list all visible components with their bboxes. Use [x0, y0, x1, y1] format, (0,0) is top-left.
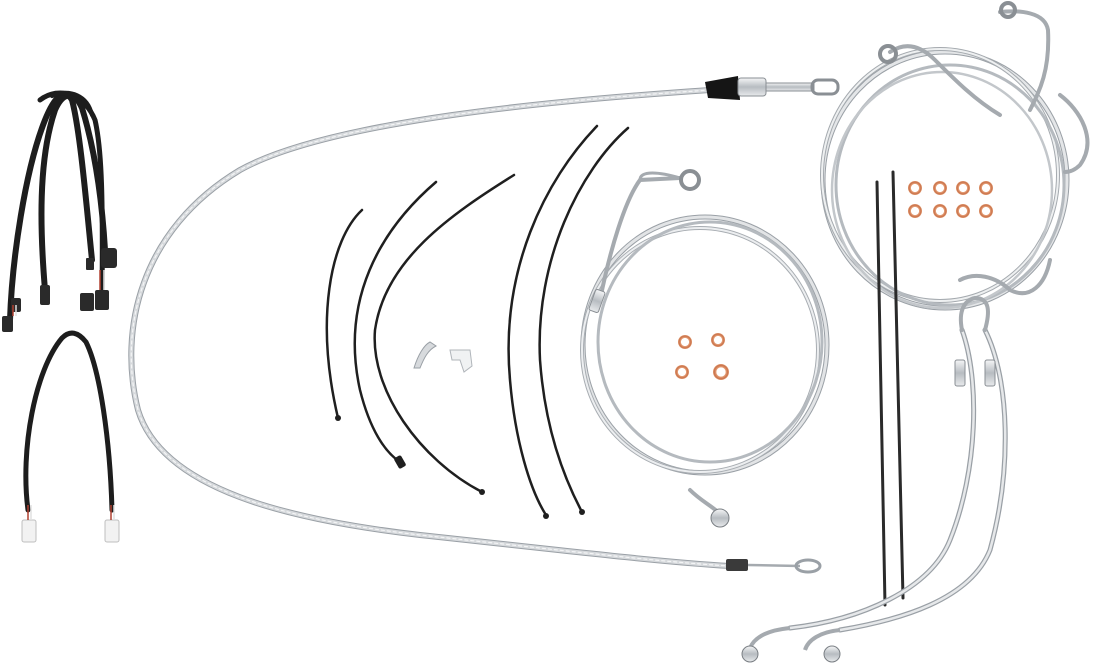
wiring-harness-connectors	[2, 248, 117, 332]
clutch-cable-long	[128, 87, 733, 569]
small-clip	[413, 341, 473, 373]
wiring-harness-long	[7, 90, 108, 323]
wiring-harness-short-connectors	[21, 505, 120, 543]
brake-line-center-fittings	[588, 289, 730, 528]
lower-brake-lines	[787, 295, 1008, 633]
brake-line-coil-right	[820, 1, 1090, 311]
cable-ties	[325, 124, 630, 517]
copper-crush-washers-right	[908, 181, 993, 218]
metal-rods	[875, 170, 905, 607]
brake-line-coil-center	[580, 169, 830, 514]
wiring-harness-short	[23, 330, 115, 513]
clutch-cable-top-end	[705, 76, 840, 100]
cable-tie-heads	[335, 415, 585, 519]
clutch-cable-bottom-end	[726, 558, 822, 574]
copper-crush-washers-center	[675, 333, 729, 380]
lower-brake-line-fittings	[741, 359, 996, 663]
